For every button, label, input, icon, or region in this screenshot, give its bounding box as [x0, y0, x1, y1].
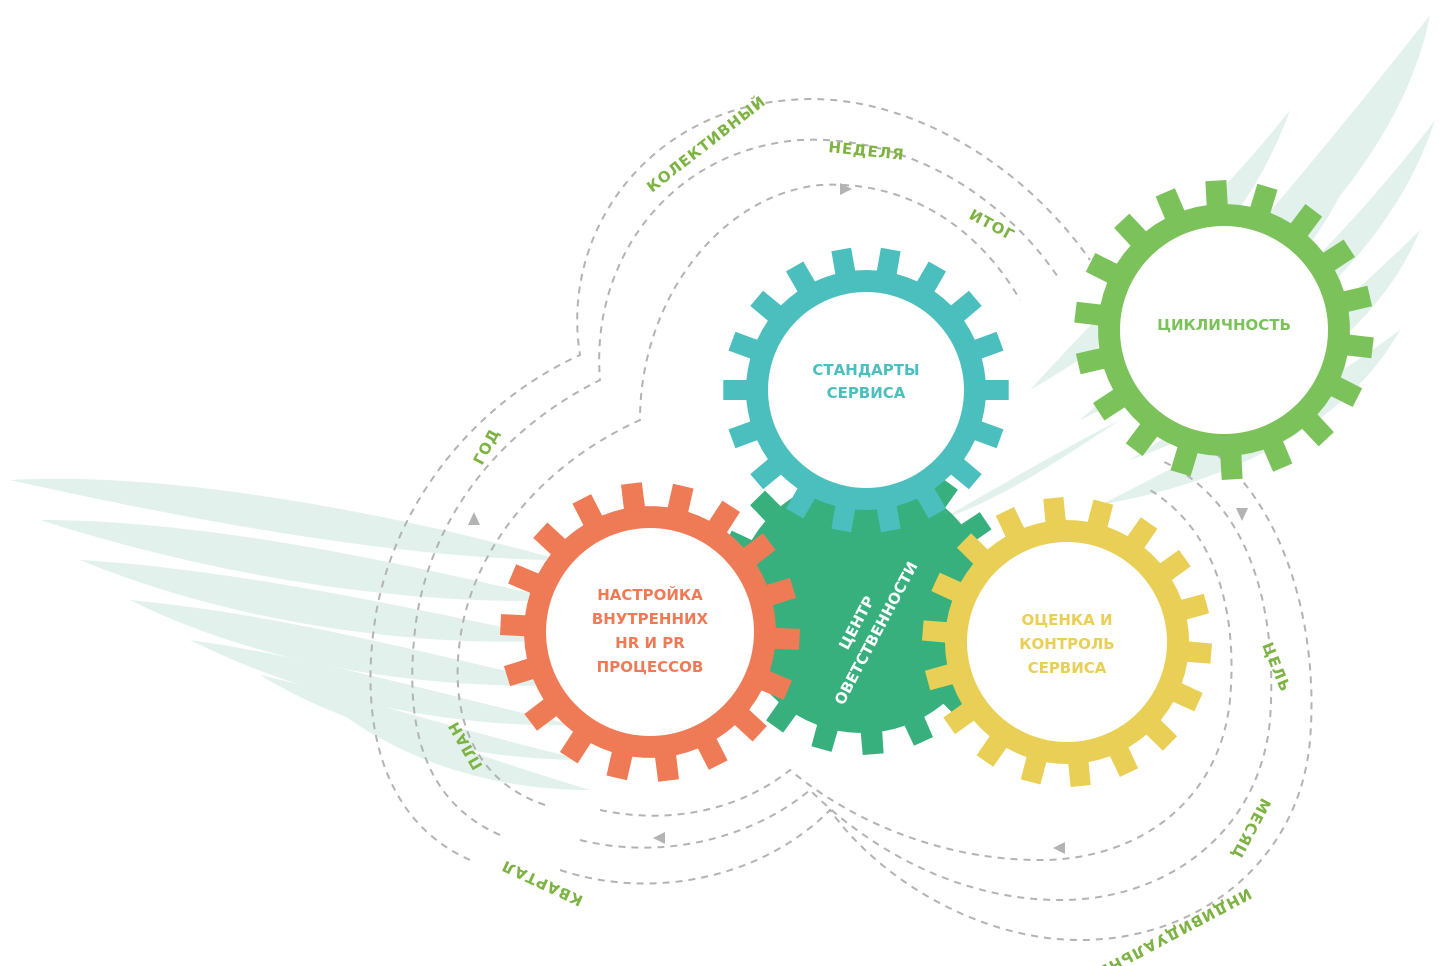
label-god: ГОД: [470, 425, 504, 468]
gear-evaluation-line-3: СЕРВИСА: [1028, 659, 1107, 677]
gear-setup-line-4: ПРОЦЕССОВ: [597, 658, 704, 676]
arrows: [468, 183, 1248, 854]
gear-evaluation-line-1: ОЦЕНКА И: [1021, 611, 1112, 629]
arrow-right-icon: [1236, 508, 1248, 521]
arrow-bottom-left-icon: [653, 832, 665, 844]
gear-setup-line-1: НАСТРОЙКА: [597, 585, 703, 604]
label-kolektivny: КОЛЕКТИВНЫЙ: [643, 91, 770, 196]
arrow-left-icon: [468, 512, 480, 525]
dashed-paths: [369, 98, 1313, 942]
left-wing: [10, 478, 590, 790]
gear-text-standards: СТАНДАРТЫ СЕРВИСА: [812, 361, 919, 402]
gear-evaluation-line-2: КОНТРОЛЬ: [1019, 635, 1114, 653]
gear-text-setup: НАСТРОЙКА ВНУТРЕННИХ HR И PR ПРОЦЕССОВ: [592, 585, 709, 676]
gear-standards: [723, 247, 1009, 533]
arrow-bottom-right-icon: [1053, 842, 1065, 854]
label-itog: ИТОГ: [966, 206, 1018, 245]
gear-text-evaluation: ОЦЕНКА И КОНТРОЛЬ СЕРВИСА: [1019, 611, 1114, 677]
label-individualny: ИНДИВИДУАЛЬНЫЙ: [1078, 884, 1255, 966]
gear-text-cyclicity: ЦИКЛИЧНОСТЬ: [1157, 316, 1291, 334]
label-tsel: ЦЕЛЬ: [1258, 640, 1294, 695]
gear-evaluation: [922, 497, 1212, 787]
gear-standards-line-2: СЕРВИСА: [827, 384, 906, 402]
right-wing: [940, 15, 1435, 520]
gear-setup-line-3: HR И PR: [615, 634, 685, 652]
gears: [500, 180, 1374, 787]
gear-cyclicity-line-1: ЦИКЛИЧНОСТЬ: [1157, 316, 1291, 334]
label-nedelya: НЕДЕЛЯ: [828, 138, 906, 164]
gear-setup: [500, 482, 800, 782]
gear-setup-line-2: ВНУТРЕННИХ: [592, 610, 709, 628]
gear-cyclicity: [1074, 180, 1374, 480]
arrow-top-icon: [840, 183, 852, 195]
gear-standards-line-1: СТАНДАРТЫ: [812, 361, 919, 379]
label-kvartal: КВАРТАЛ: [499, 856, 586, 909]
